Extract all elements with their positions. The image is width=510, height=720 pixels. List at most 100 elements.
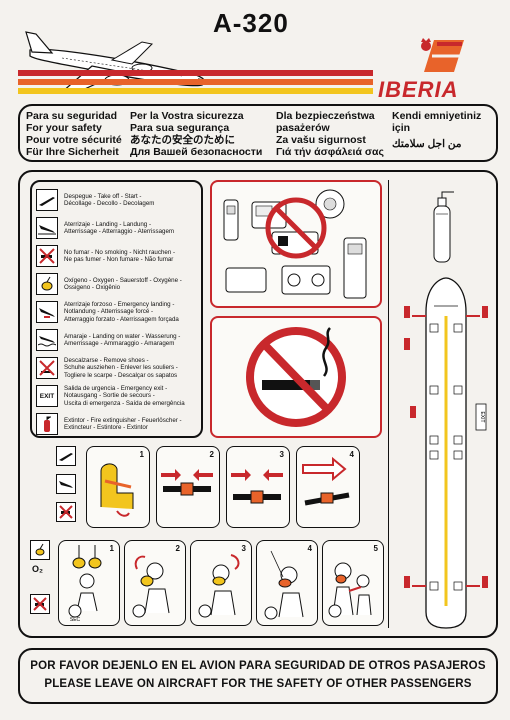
oxygen-icon <box>30 540 50 560</box>
title-fr: Pour votre sécurité <box>26 134 122 146</box>
seatbelt-step-1: 1 <box>86 446 150 528</box>
title-tr-2: için <box>392 122 411 134</box>
step-number: 3 <box>279 450 284 459</box>
legend-item-exit: EXIT Salida de urgencia - Emergency exit… <box>36 382 199 410</box>
aircraft-layout-column <box>388 180 389 628</box>
title-en: For your safety <box>26 122 102 134</box>
airline-logo-text: IBERIA <box>378 77 459 102</box>
forced-landing-icon <box>36 301 58 323</box>
title-pt: Para sua segurança <box>130 122 230 134</box>
title-pl-1: Dla bezpieczeństwa <box>276 110 375 122</box>
legend-item-extinguisher: Extintor - Fire extinguisher - Feuerlösc… <box>36 410 199 438</box>
landing-icon <box>56 474 76 494</box>
step-number: 1 <box>139 450 144 459</box>
footer-notice-box: POR FAVOR DEJENLO EN EL AVION PARA SEGUR… <box>18 648 498 704</box>
legend-text: Togliere le scarpe - Descalçar os sapato… <box>64 371 178 379</box>
takeoff-icon <box>56 446 76 466</box>
extinguisher-icon <box>36 413 58 435</box>
title-ar: من اجل سلامتك <box>392 138 462 150</box>
step-number: 2 <box>175 544 180 553</box>
oxygen-step-5: 5 <box>322 540 384 626</box>
legend-text: Amaraje - Landing on water - Wasserung - <box>64 332 181 340</box>
sec-label: SEC <box>70 617 81 623</box>
exit-label: EXIT <box>479 411 485 422</box>
electronic-devices-icon <box>223 189 367 299</box>
safety-title-column-2: Per la Vostra sicurezza Para sua seguran… <box>130 110 262 158</box>
step-number: 4 <box>349 450 354 459</box>
yellow-stripe <box>18 88 373 94</box>
aircraft-model-title: A-320 <box>213 8 289 38</box>
legend-text: Uscita di emergenza - Saída de emergênci… <box>64 399 185 407</box>
step-number: 5 <box>373 544 378 553</box>
oxygen-step-2: 2 <box>124 540 186 626</box>
legend-text: Notausgang - Sortie de secours - <box>64 392 155 400</box>
safety-title-column-1: Para su seguridad For your safety Pour v… <box>26 110 122 158</box>
no-electronic-devices-panel <box>210 180 382 308</box>
legend-text: Aterrizaje forzoso - Emergency landing - <box>64 300 175 308</box>
legend-item-no-smoking: No fumar - No smoking - Nicht rauchen - … <box>36 242 199 270</box>
title-it: Per la Vostra sicurezza <box>130 110 244 122</box>
legend-text: Notlandung - Atterrissage forcé - <box>64 308 154 316</box>
no-smoking-icon <box>30 594 50 614</box>
step-number: 4 <box>307 544 312 553</box>
legend-text: Décollage - Decollo - Decolagem <box>64 200 155 207</box>
symbol-legend: Despegue - Take off - Start - Décollage … <box>30 180 203 438</box>
takeoff-icon <box>36 189 58 211</box>
iberia-logo-mark <box>421 38 464 72</box>
legend-text: Schuhe ausziehen - Enlever les souliers … <box>64 364 178 372</box>
step-number: 3 <box>241 544 246 553</box>
water-landing-icon <box>36 329 58 351</box>
instructions-panel <box>18 170 498 638</box>
safety-title-column-4: Kendi emniyetiniz için من اجل سلامتك <box>392 110 481 150</box>
step-number: 2 <box>209 450 214 459</box>
no-smoking-icon <box>36 245 58 267</box>
footer-notice-en: PLEASE LEAVE ON AIRCRAFT FOR THE SAFETY … <box>44 678 472 690</box>
oxygen-step-4: 4 <box>256 540 318 626</box>
legend-text: Atterrissage - Atterraggio - Aterrissage… <box>64 228 175 235</box>
oxygen-step-3: 3 <box>190 540 252 626</box>
legend-text: No fumar - No smoking - Nicht rauchen - <box>64 248 176 256</box>
title-tr-1: Kendi emniyetiniz <box>392 110 482 122</box>
legend-text: Atterraggio forzato - Aterrissagem força… <box>64 315 179 323</box>
seatbelt-row-icons <box>56 446 80 528</box>
legend-item-oxygen: Oxígeno - Oxygen - Sauerstoff - Oxygène … <box>36 270 199 298</box>
seatbelt-step-2: 2 <box>156 446 220 528</box>
oxygen-label: O₂ <box>32 564 43 574</box>
title-hr: Za vašu sigurnost <box>276 134 366 146</box>
title-ja: あなたの安全のために <box>130 134 235 146</box>
legend-text: Extincteur - Estintore - Extintor <box>64 424 148 431</box>
oxygen-row-icons: O₂ <box>30 540 54 620</box>
title-de: Für Ihre Sicherheit <box>26 146 119 158</box>
oxygen-step-1: 1 SEC <box>58 540 120 626</box>
step-number: 1 <box>109 544 114 553</box>
title-ru: Для Вашей безопасности <box>130 146 263 158</box>
title-es: Para su seguridad <box>26 110 118 122</box>
red-stripe <box>18 70 373 76</box>
legend-text: Despegue - Take off - Start - <box>64 192 142 200</box>
landing-icon <box>36 217 58 239</box>
exit-icon: EXIT <box>36 385 58 407</box>
legend-text: Amerrissage - Ammaraggio - Amaragem <box>64 340 175 347</box>
legend-item-water-landing: Amaraje - Landing on water - Wasserung -… <box>36 326 199 354</box>
no-smoking-panel <box>210 316 382 438</box>
legend-item-takeoff: Despegue - Take off - Start - Décollage … <box>36 186 199 214</box>
no-smoking-sign-icon <box>246 327 346 427</box>
legend-text: Ne pas fumer - Non fumare - Não fumar <box>64 256 174 263</box>
no-smoking-icon <box>56 502 76 522</box>
legend-item-landing: Aterrizaje - Landing - Landung - Atterri… <box>36 214 199 242</box>
remove-shoes-icon <box>36 357 58 379</box>
legend-text: Aterrizaje - Landing - Landung - <box>64 220 152 228</box>
title-pl-2: pasażerów <box>276 122 330 134</box>
legend-text: Oxígeno - Oxygen - Sauerstoff - Oxygène … <box>64 276 182 284</box>
seatbelt-step-3: 3 <box>226 446 290 528</box>
legend-text: Descalzarse - Remove shoes - <box>64 356 149 364</box>
footer-notice-es: POR FAVOR DEJENLO EN EL AVION PARA SEGUR… <box>30 660 486 672</box>
extinguisher-icon <box>433 191 454 263</box>
safety-title-box: Para su seguridad For your safety Pour v… <box>18 104 498 162</box>
legend-item-forced-landing: Aterrizaje forzoso - Emergency landing -… <box>36 298 199 326</box>
legend-text: Ossigeno - Oxigênio <box>64 284 121 291</box>
safety-title-column-3: Dla bezpieczeństwa pasażerów Za vašu sig… <box>276 110 384 158</box>
cabin-layout-diagram: EXIT <box>404 277 488 629</box>
legend-text: Salida de urgencia - Emergency exit - <box>64 384 168 392</box>
legend-item-remove-shoes: Descalzarse - Remove shoes - Schuhe ausz… <box>36 354 199 382</box>
